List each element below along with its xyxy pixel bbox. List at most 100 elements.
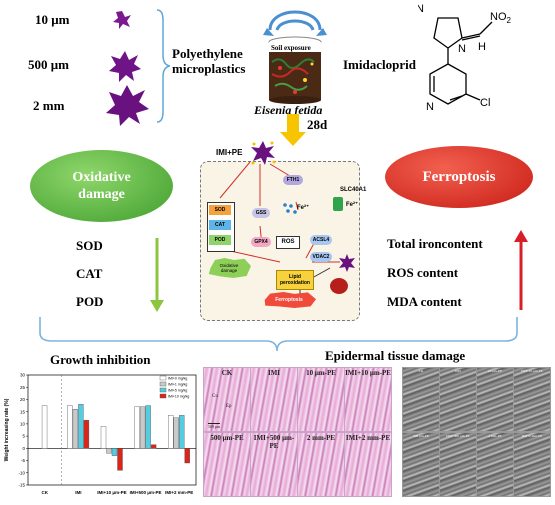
category-label: IMI <box>75 490 81 495</box>
sem-tile-label: 10 μm-PE <box>487 369 503 373</box>
soil-container-icon <box>263 10 327 104</box>
histology-annotation: Cu <box>212 394 218 399</box>
molecule-n-pyridine: N <box>426 101 434 113</box>
bar <box>184 448 190 464</box>
fe2-label-a: Fe²⁺ <box>297 205 310 211</box>
fe2-label-b: Fe²⁺ <box>346 202 359 208</box>
sem-tile: IMI+500 μm-PE <box>439 432 477 497</box>
sem-tile: 500 μm-PE <box>402 432 440 497</box>
imidacloprid-label: Imidacloprid <box>343 57 416 72</box>
ferroptosis-node: Ferroptosis <box>264 292 316 308</box>
polyethylene-label: Polyethylene microplastics <box>172 46 246 76</box>
growth-inhibition-title: Growth inhibition <box>50 352 151 367</box>
cell-node-icon <box>330 278 348 294</box>
histology-tile: 10 μm-PE <box>297 367 345 432</box>
legend-label: IMI+5 mg/kg <box>168 389 187 393</box>
sem-tile: IMI+10 μm-PE <box>513 367 551 432</box>
y-tick-label: 30 <box>20 373 26 378</box>
bar <box>139 406 146 449</box>
pe-particle-small-icon <box>339 254 355 272</box>
sem-tile: 2 mm-PE <box>476 432 514 497</box>
gss-node: GSS <box>252 208 270 218</box>
molecule-n-ring: N <box>418 3 424 15</box>
legend-swatch <box>159 375 167 381</box>
increase-arrow-icon <box>514 230 528 310</box>
category-label: IMI+10 μm-PE <box>97 490 126 495</box>
molecule-cl: Cl <box>480 97 490 109</box>
y-tick-label: -5 <box>21 458 25 463</box>
legend-label: IMI+10 mg/kg <box>168 395 189 399</box>
bar <box>78 404 84 449</box>
time-arrow-icon <box>280 114 306 146</box>
imi-pe-label: IMI+PE <box>216 148 243 157</box>
category-label: IMI+2 mm-PE <box>165 490 193 495</box>
ferroptosis-node-label: Ferroptosis <box>275 297 303 303</box>
sem-tile: IMI+2 mm-PE <box>513 432 551 497</box>
sem-tile-label: IMI+10 μm-PE <box>521 369 543 373</box>
imidacloprid-structure-icon: H N NO2 N N Cl <box>418 3 512 113</box>
lipid-peroxidation-node: Lipid peroxidation <box>276 270 314 290</box>
marker-ros-content: ROS content <box>387 265 459 280</box>
marker-sod: SOD <box>76 238 103 253</box>
sem-tile-label: 500 μm-PE <box>413 434 429 438</box>
histology-tile: IMI+2 mm-PE <box>344 432 392 497</box>
legend-swatch <box>159 393 167 399</box>
scale-bar-label: 100 μm <box>208 423 221 429</box>
histology-tile-label: 500 μm-PE <box>210 434 244 442</box>
marker-cat: CAT <box>76 266 103 281</box>
histology-tile: 500 μm-PE <box>203 432 251 497</box>
iron-dots-icon <box>283 203 297 214</box>
soil-exposure-label: Soil exposure <box>271 44 311 52</box>
oxidative-damage-node: Oxidative damage <box>208 258 251 278</box>
legend-swatch <box>159 381 167 387</box>
epidermal-damage-title: Epidermal tissue damage <box>325 348 466 363</box>
sem-tile-label: IMI+2 mm-PE <box>521 434 543 438</box>
legend-swatch <box>159 387 167 393</box>
bar <box>150 444 157 449</box>
legend-label: IMI+0 mg/kg <box>168 377 187 381</box>
bar <box>67 405 73 449</box>
y-axis-label: Weight increasing rate (%) <box>4 398 10 461</box>
category-label: CK <box>42 490 49 495</box>
ferroptosis-ellipse: Ferroptosis <box>385 146 533 208</box>
chart-frame <box>27 374 197 486</box>
y-tick-label: 20 <box>20 397 26 402</box>
histology-tile-label: 10 μm-PE <box>306 369 336 377</box>
bar <box>178 415 185 449</box>
y-tick-label: 5 <box>22 434 25 439</box>
marker-total-iron: Total ironcontent <box>387 236 483 251</box>
gpx4-node: GPX4 <box>251 237 271 247</box>
y-tick-label: -15 <box>18 483 25 488</box>
oxidative-damage-ellipse: Oxidative damage <box>30 150 173 222</box>
size-label-10um: 10 μm <box>35 12 70 27</box>
sem-tile: IMI <box>439 367 477 432</box>
size-label-500um: 500 μm <box>28 57 69 72</box>
ros-node: ROS <box>276 236 300 249</box>
enzyme-cat: CAT <box>209 220 231 230</box>
acsl4-node: ACSL4 <box>310 235 332 245</box>
oxidative-damage-label: Oxidative damage <box>72 170 131 202</box>
marker-pod: POD <box>76 294 104 309</box>
y-tick-label: 15 <box>20 409 26 414</box>
histology-annotation: Ep <box>226 404 232 409</box>
bar <box>72 409 79 449</box>
fth1-node: FTH1 <box>283 175 303 185</box>
y-tick-label: -10 <box>18 470 25 475</box>
bar <box>145 405 151 449</box>
lipid-peroxidation-label: Lipid peroxidation <box>279 274 310 286</box>
histology-tile: IMI <box>250 367 298 432</box>
duration-label: 28d <box>307 117 328 132</box>
bar <box>134 406 140 449</box>
decrease-arrow-icon <box>150 238 164 312</box>
bottom-bracket <box>39 317 518 352</box>
y-tick-label: 0 <box>22 446 25 451</box>
particle-10um-icon <box>113 11 131 29</box>
bar <box>100 426 107 449</box>
size-label-2mm: 2 mm <box>33 98 65 113</box>
enzyme-pod: POD <box>209 235 231 245</box>
sem-tile: CK <box>402 367 440 432</box>
histology-tile-label: IMI+500 μm-PE <box>253 434 295 450</box>
ferroptosis-label: Ferroptosis <box>422 168 496 185</box>
bar <box>173 417 179 449</box>
